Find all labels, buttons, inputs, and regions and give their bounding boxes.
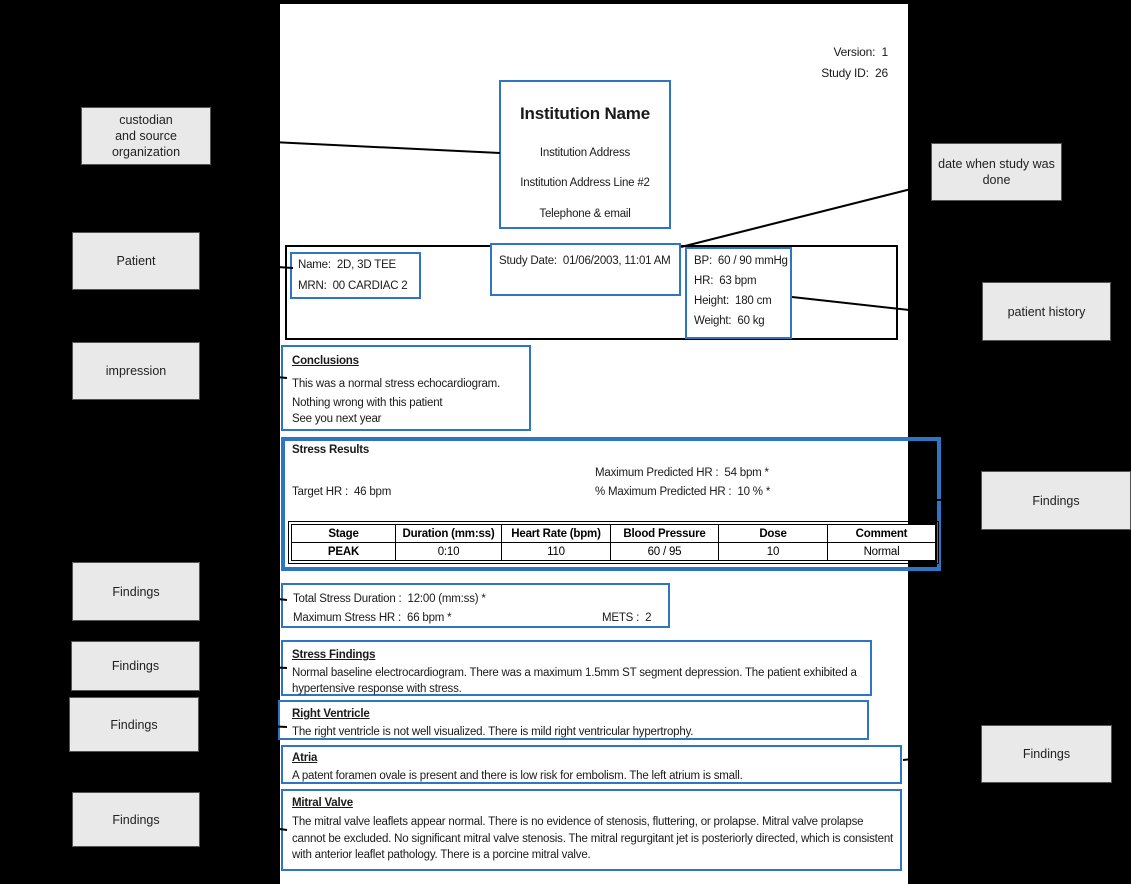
cell-heart-rate: 110 — [501, 542, 611, 561]
stress-findings-title: Stress Findings — [292, 649, 376, 661]
callout-line-findings-right-ventricle — [196, 722, 288, 728]
stress-findings-body: Normal baseline electrocardiogram. There… — [292, 667, 860, 695]
max-predicted-hr: Maximum Predicted HR : 54 bpm * — [595, 467, 769, 479]
vitals-hr: HR: 63 bpm — [694, 275, 757, 287]
right-ventricle-box: Right Ventricle The right ventricle is n… — [278, 700, 869, 740]
label-findings-2: Findings — [71, 641, 200, 691]
callout-line-findings-summary — [197, 589, 288, 601]
cell-comment: Normal — [827, 542, 936, 561]
institution-box: Institution Name Institution Address Ins… — [499, 80, 671, 229]
label-findings-5: Findings — [981, 471, 1131, 530]
conclusions-line2: Nothing wrong with this patient See you … — [292, 397, 443, 425]
col-dose: Dose — [718, 524, 828, 543]
cell-blood-pressure: 60 / 95 — [610, 542, 719, 561]
vitals-bp: BP: 60 / 90 mmHg — [694, 255, 788, 267]
vitals-height: Height: 180 cm — [694, 295, 772, 307]
total-stress-duration: Total Stress Duration : 12:00 (mm:ss) * — [293, 593, 486, 605]
label-custodian-source: custodian and source organization — [81, 107, 211, 165]
institution-address: Institution Address — [539, 147, 631, 159]
callout-line-findings-mitral — [197, 817, 288, 831]
vitals-box: BP: 60 / 90 mmHg HR: 63 bpm Height: 180 … — [685, 247, 792, 339]
patient-id-box: Name: 2D, 3D TEE MRN: 00 CARDIAC 2 — [290, 252, 421, 299]
pct-max-predicted-hr: % Maximum Predicted HR : 10 % * — [595, 486, 771, 498]
label-patient: Patient — [72, 232, 200, 290]
study-date-box: Study Date: 01/06/2003, 11:01 AM — [490, 243, 681, 296]
cell-duration: 0:10 — [395, 542, 502, 561]
label-findings-4: Findings — [72, 792, 200, 847]
atria-body: A patent foramen ovale is present and th… — [292, 770, 743, 782]
callout-line-findings-stress-findings — [197, 663, 288, 669]
stage-table-header-row: Stage Duration (mm:ss) Heart Rate (bpm) … — [291, 524, 936, 543]
col-stage: Stage — [291, 524, 396, 543]
stress-stage-table: Stage Duration (mm:ss) Heart Rate (bpm) … — [288, 521, 939, 564]
label-impression: impression — [72, 342, 200, 400]
max-stress-hr: Maximum Stress HR : 66 bpm * — [293, 612, 452, 624]
right-ventricle-body: The right ventricle is not well visualiz… — [292, 726, 694, 738]
atria-box: Atria A patent foramen ovale is present … — [281, 745, 902, 784]
institution-contact: Telephone & email — [539, 208, 631, 220]
target-hr: Target HR : 46 bpm — [292, 486, 392, 498]
stage-table-data-row: PEAK 0:10 110 60 / 95 10 Normal — [291, 542, 936, 561]
col-heart-rate: Heart Rate (bpm) — [501, 524, 611, 543]
atria-title: Atria — [292, 752, 318, 764]
label-patient-history: patient history — [982, 282, 1111, 341]
study-id-text: Study ID: 26 — [821, 66, 888, 80]
col-blood-pressure: Blood Pressure — [610, 524, 719, 543]
label-findings-3: Findings — [69, 697, 199, 752]
institution-address2: Institution Address Line #2 — [520, 177, 650, 189]
version-text: Version: 1 — [833, 45, 888, 59]
callout-line-findings-stress — [936, 498, 982, 501]
col-duration: Duration (mm:ss) — [395, 524, 502, 543]
right-ventricle-title: Right Ventricle — [292, 708, 370, 720]
stress-results-title: Stress Results — [292, 444, 370, 456]
callout-line-findings-atria — [902, 751, 982, 761]
col-comment: Comment — [827, 524, 936, 543]
stress-results-box — [281, 437, 941, 571]
callout-line-patient — [197, 261, 294, 269]
institution-name: Institution Name — [520, 104, 650, 123]
label-findings-1: Findings — [72, 562, 200, 621]
callout-line-impression — [197, 369, 288, 379]
mitral-valve-box: Mitral Valve The mitral valve leaflets a… — [281, 789, 902, 871]
mitral-valve-title: Mitral Valve — [292, 797, 353, 809]
study-date: Study Date: 01/06/2003, 11:01 AM — [499, 255, 671, 267]
mitral-valve-body: The mitral valve leaflets appear normal.… — [292, 816, 897, 861]
conclusions-line1: This was a normal stress echocardiogram. — [292, 378, 501, 390]
patient-mrn: MRN: 00 CARDIAC 2 — [298, 280, 408, 292]
cell-stage: PEAK — [291, 542, 396, 561]
stress-summary-box: Total Stress Duration : 12:00 (mm:ss) * … — [281, 583, 670, 628]
label-findings-6: Findings — [981, 725, 1112, 783]
conclusions-box: Conclusions This was a normal stress ech… — [281, 345, 531, 431]
stress-findings-box: Stress Findings Normal baseline electroc… — [281, 640, 872, 696]
vitals-weight: Weight: 60 kg — [694, 315, 765, 327]
conclusions-title: Conclusions — [292, 355, 359, 367]
mets: METS : 2 — [602, 612, 652, 624]
cell-dose: 10 — [718, 542, 828, 561]
patient-name: Name: 2D, 3D TEE — [298, 259, 397, 271]
label-date-when-study-done: date when study was done — [931, 143, 1062, 201]
